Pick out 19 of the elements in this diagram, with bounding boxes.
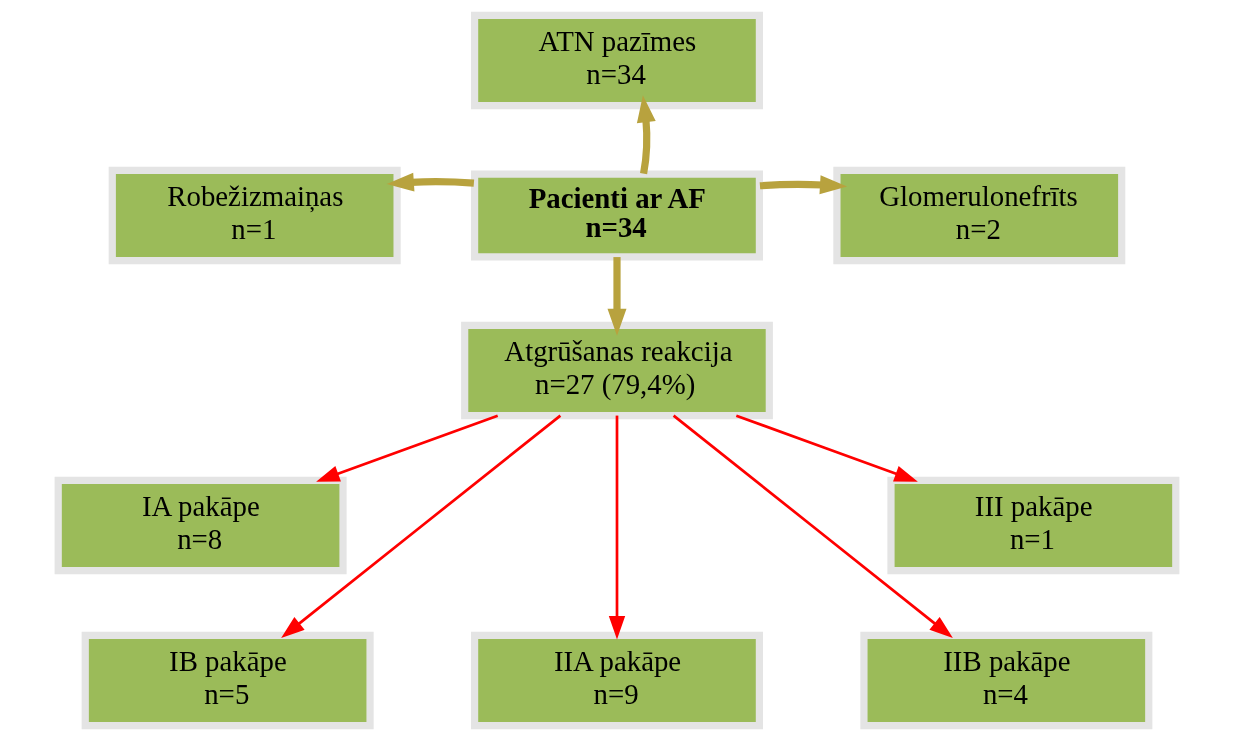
- arrow: [759, 175, 847, 195]
- node-box: IIB pakāpe n=4: [859, 631, 1152, 730]
- node-box: Glomerulonefrīts n=2: [832, 166, 1125, 265]
- node-box: ATN pazīmes n=34: [470, 11, 763, 110]
- node-box: Pacienti ar AF n=34: [470, 170, 763, 261]
- node-box: IB pakāpe n=5: [81, 631, 374, 730]
- node-box: III pakāpe n=1: [886, 476, 1179, 575]
- arrow: [636, 95, 656, 175]
- arrow: [735, 414, 918, 482]
- arrow: [608, 415, 625, 640]
- arrow: [280, 414, 561, 638]
- arrow: [315, 414, 498, 482]
- arrow: [607, 257, 626, 336]
- node-box: IIA pakāpe n=9: [470, 631, 763, 730]
- node-box: Atgrūšanas reakcija n=27 (79,4%): [460, 321, 773, 420]
- arrow: [672, 414, 953, 638]
- node-box: IA pakāpe n=8: [54, 476, 347, 575]
- node-box: Robežizmaiņas n=1: [108, 166, 401, 265]
- arrow: [386, 172, 474, 192]
